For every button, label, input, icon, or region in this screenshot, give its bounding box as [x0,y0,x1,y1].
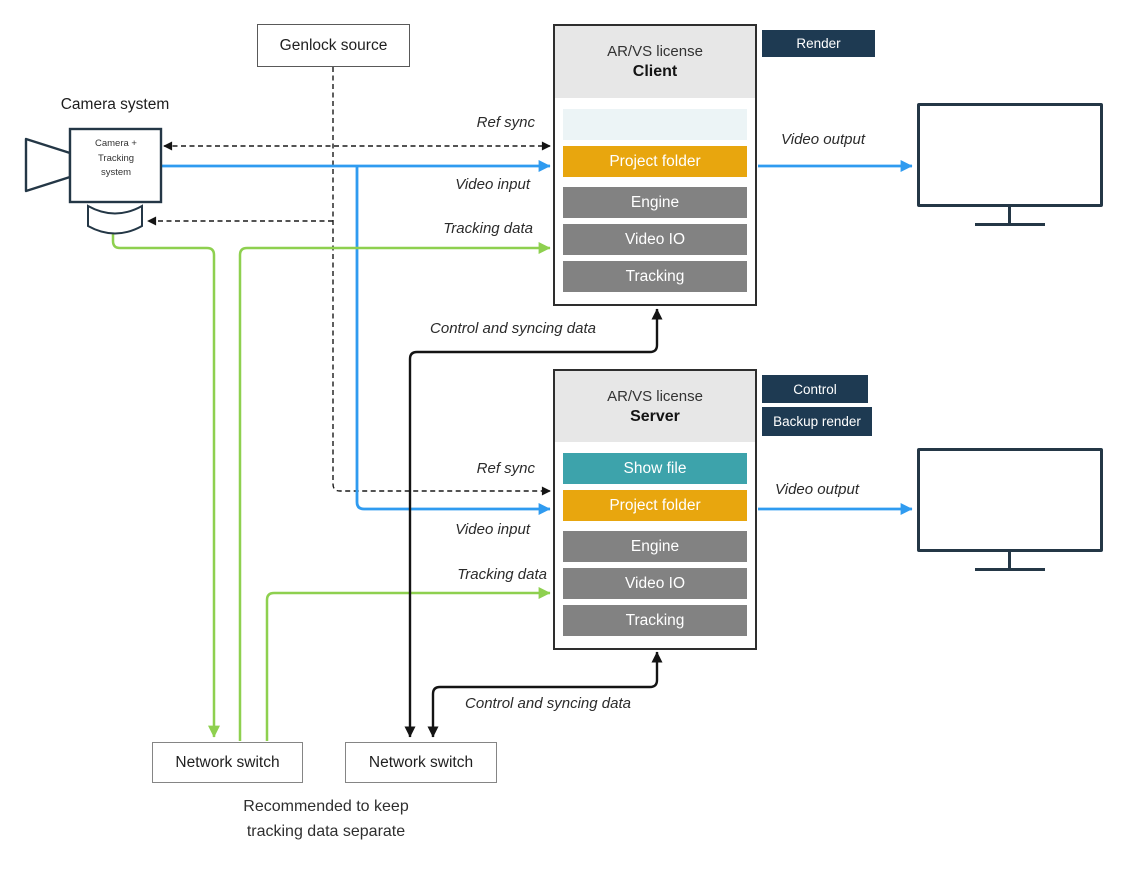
network-switch-tracking-label: Network switch [175,753,280,771]
client-rows: Project folder Engine Video IO Tracking [555,98,755,292]
server-row-show-file: Show file [563,453,747,484]
client-render-badge: Render [762,30,875,57]
tracking-wire-switch-server [265,587,551,741]
control-wire-client-switch [404,308,663,738]
client-box: AR/VS license Client Project folder Engi… [553,24,757,306]
server-license-label: AR/VS license [607,387,703,405]
server-row-project-folder: Project folder [563,490,747,521]
monitor-base [975,568,1045,571]
network-switch-control-box: Network switch [345,742,497,783]
camera-system-title: Camera system [60,96,170,113]
server-row-tracking: Tracking [563,605,747,636]
tracking-wire-switch-client [238,242,551,741]
monitor-screen [917,103,1103,207]
server-backup-render-badge: Backup render [762,407,872,436]
client-row-project-folder: Project folder [563,146,747,177]
monitor-screen [917,448,1103,552]
edge-label-video-output-server: Video output [775,481,859,498]
edge-label-ref-sync-client: Ref sync [476,114,535,131]
ref-sync-wire-genlock-server [332,67,551,496]
client-header: AR/VS license Client [555,26,755,98]
network-switch-control-label: Network switch [368,753,474,771]
monitor-base [975,223,1045,226]
control-wire-server-switch [427,651,663,738]
camera-device-label: Camera + Tracking system [95,138,137,179]
edge-label-tracking-data-client: Tracking data [443,220,533,237]
genlock-source-box: Genlock source [257,24,410,67]
edge-label-control-sync-server: Control and syncing data [465,695,631,712]
tracking-wire-camera-switch [111,231,220,738]
edge-label-video-output-client: Video output [781,131,865,148]
monitor-stand [1008,207,1011,224]
edge-label-video-input-client: Video input [455,176,530,193]
client-row-placeholder [563,109,747,140]
client-row-video-io: Video IO [563,224,747,255]
tracking-note: Recommended to keep tracking data separa… [243,798,409,840]
genlock-source-label: Genlock source [279,36,388,54]
video-input-wire-server [355,166,551,515]
client-license-label: AR/VS license [607,43,703,60]
monitor-stand [1008,552,1011,569]
server-box: AR/VS license Server Show file Project f… [553,369,757,650]
edge-label-video-input-server: Video input [455,521,530,538]
edge-label-ref-sync-server: Ref sync [476,460,535,477]
client-row-tracking: Tracking [563,261,747,292]
edge-label-control-sync-client: Control and syncing data [430,320,596,337]
edge-label-tracking-data-server: Tracking data [457,566,547,583]
server-control-badge: Control [762,375,868,403]
server-rows: Show file Project folder Engine Video IO… [555,442,755,636]
server-header: AR/VS license Server [555,371,755,442]
server-role-label: Server [630,407,680,425]
network-switch-tracking-box: Network switch [152,742,303,783]
client-row-engine: Engine [563,187,747,218]
server-row-video-io: Video IO [563,568,747,599]
server-row-engine: Engine [563,531,747,562]
client-role-label: Client [632,63,678,80]
